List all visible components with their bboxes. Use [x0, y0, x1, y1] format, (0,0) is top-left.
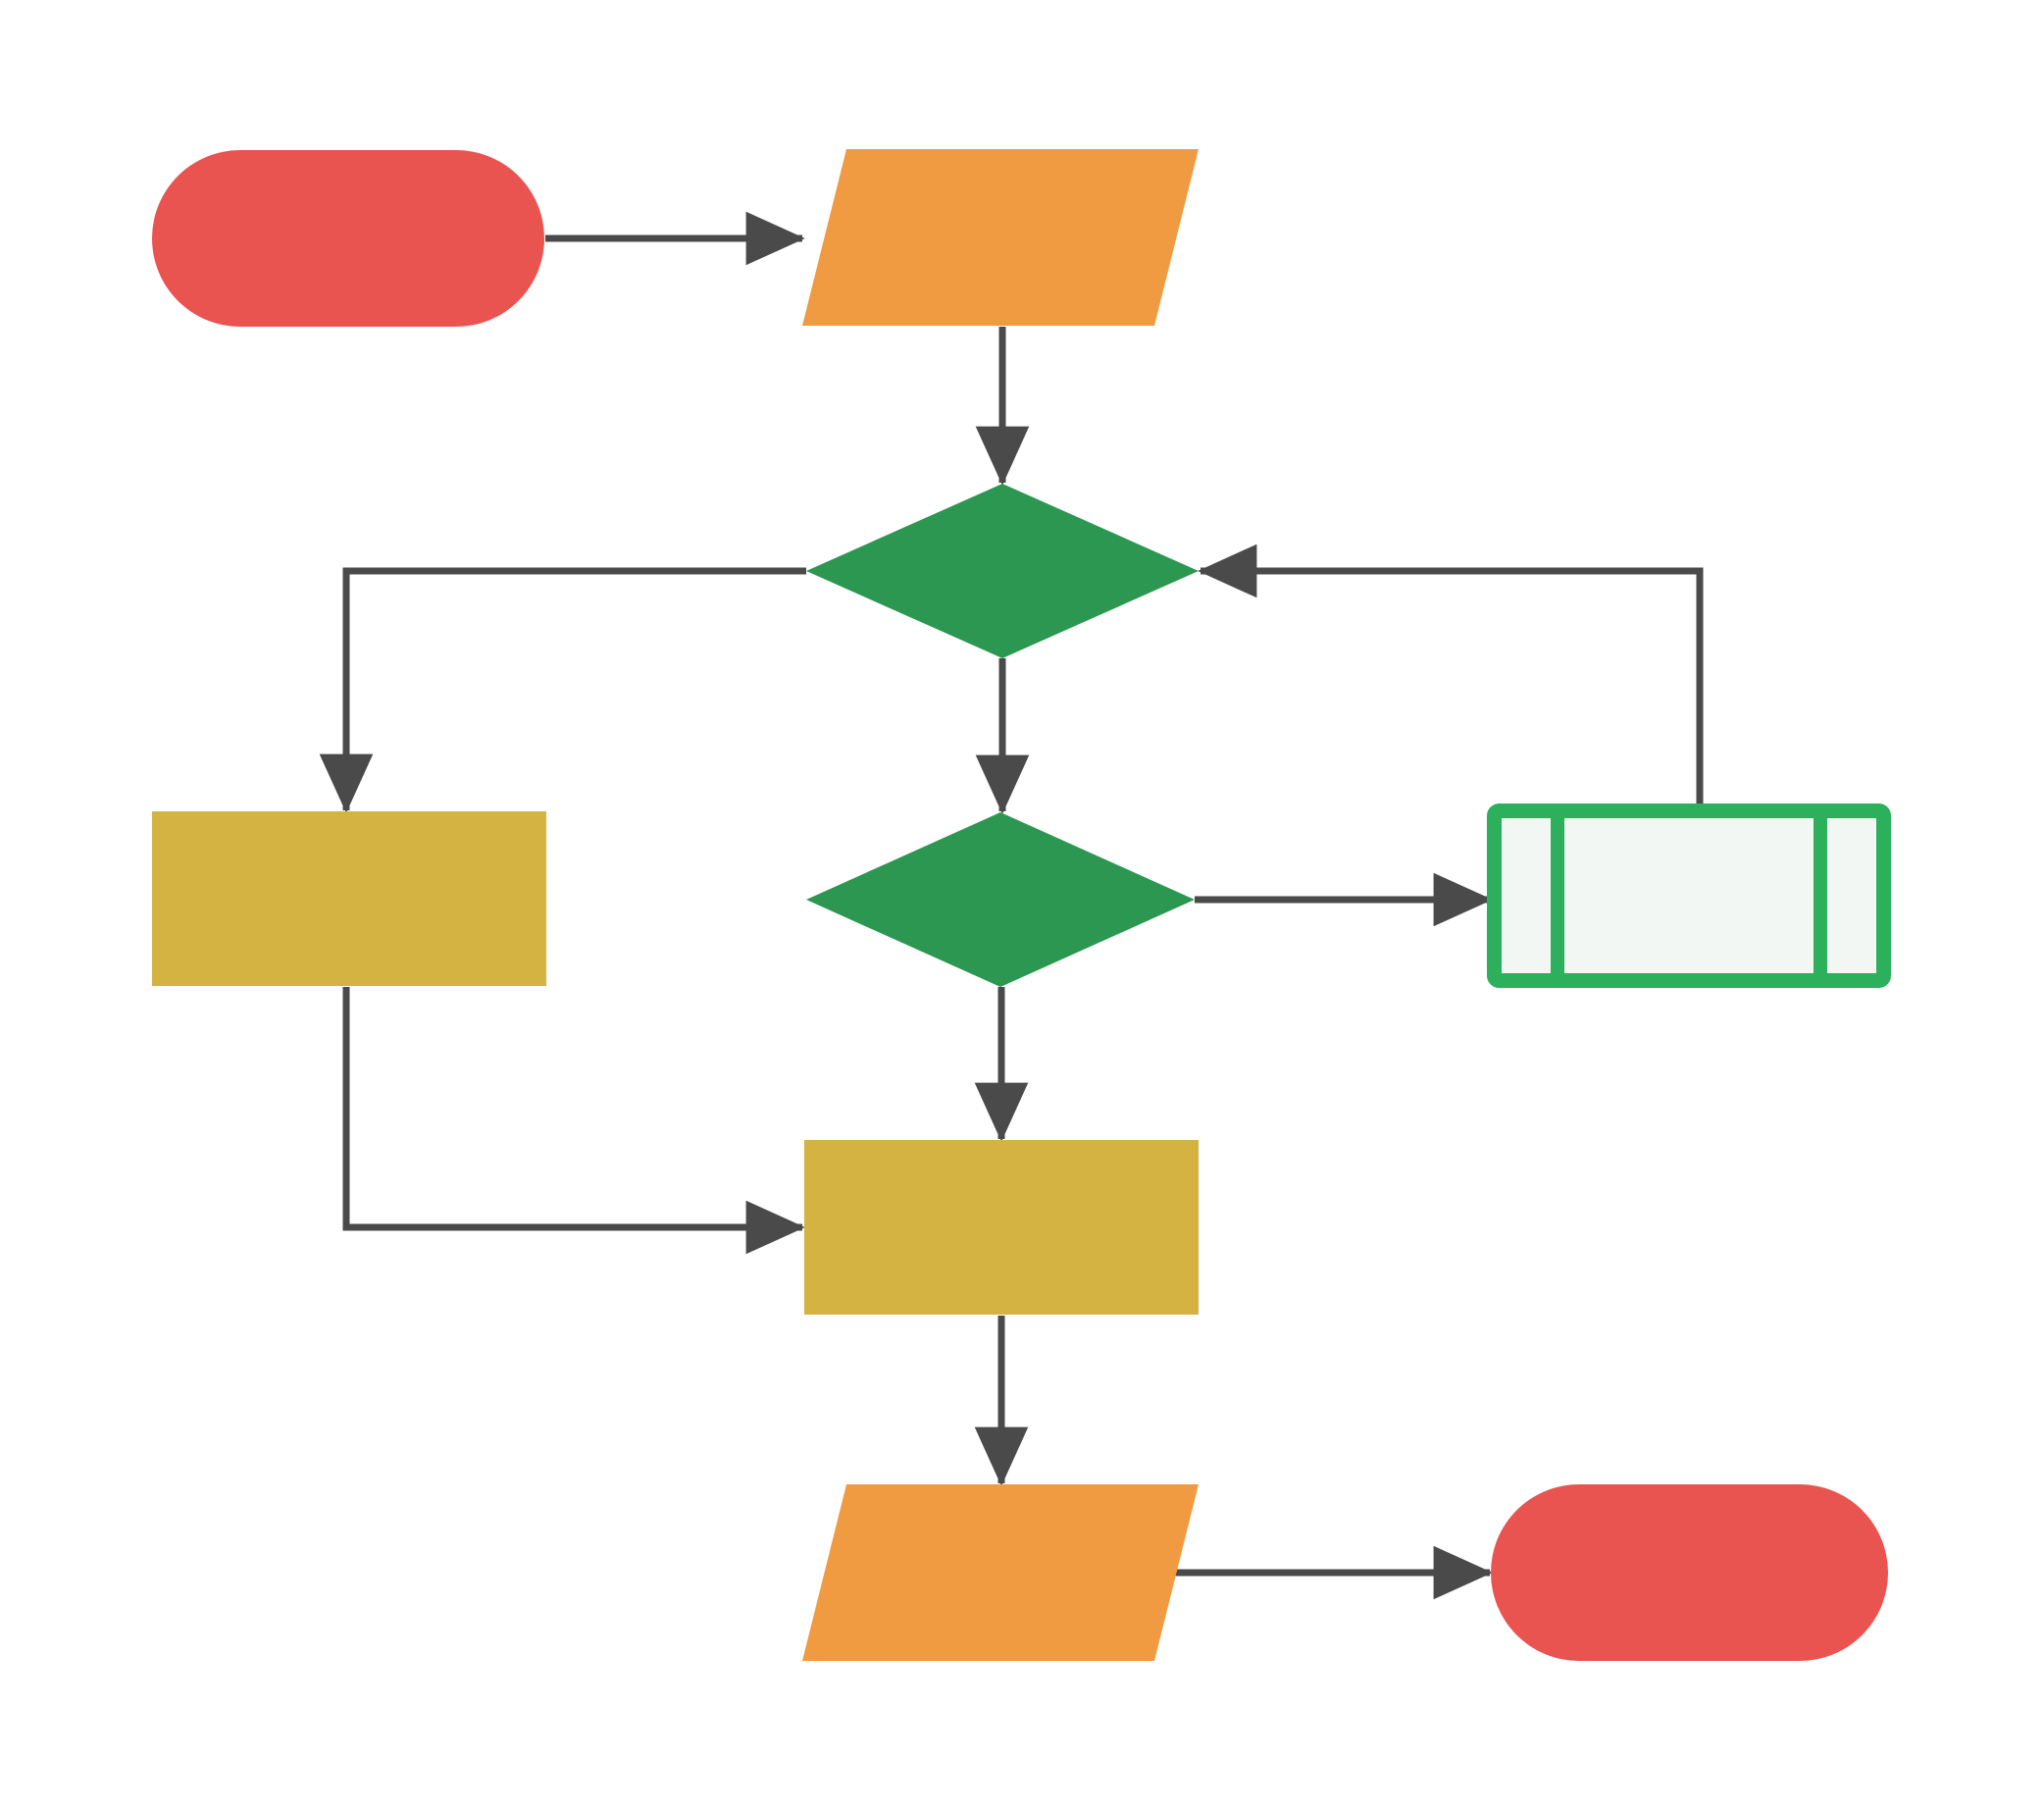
node-input-data[interactable] [802, 149, 1199, 326]
node-output-data[interactable] [802, 1484, 1199, 1661]
node-process-center[interactable] [804, 1140, 1199, 1315]
end-terminator-shape[interactable] [1491, 1484, 1888, 1661]
decision-1-diamond-shape[interactable] [806, 484, 1199, 658]
predefined-process-outer-shape[interactable] [1487, 803, 1891, 988]
decision-2-diamond-shape[interactable] [806, 812, 1195, 987]
process-center-shape[interactable] [804, 1140, 1199, 1315]
node-process-left[interactable] [152, 811, 546, 986]
connector-predefined-loopback-to-decision1 [1198, 544, 1704, 806]
node-predefined-process[interactable] [1487, 803, 1891, 988]
start-terminator-shape[interactable] [152, 150, 544, 327]
node-decision-2[interactable] [806, 812, 1195, 987]
node-end-terminator[interactable] [1491, 1484, 1888, 1661]
connector-group [319, 211, 1704, 1600]
input-parallelogram-shape[interactable] [802, 149, 1199, 326]
node-start-terminator[interactable] [152, 150, 544, 327]
output-parallelogram-shape[interactable] [802, 1484, 1199, 1661]
node-decision-1[interactable] [806, 484, 1199, 658]
connector-process-left-to-process-center [342, 987, 805, 1255]
process-left-shape[interactable] [152, 811, 546, 986]
connector-decision1-to-process-left [319, 567, 806, 813]
